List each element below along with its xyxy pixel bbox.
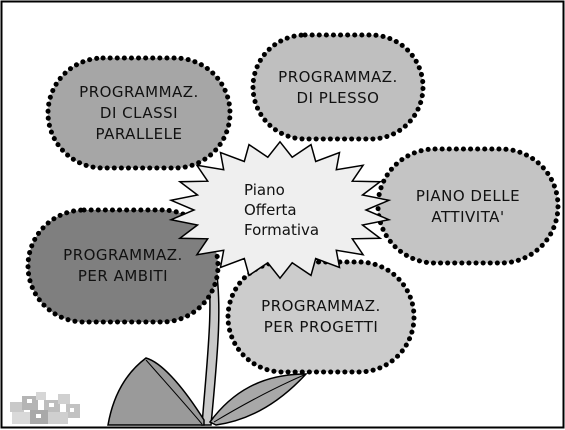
petal-plesso-line-1: PROGRAMMAZ. (278, 68, 398, 86)
center-line-2: Offerta (244, 201, 297, 219)
petal-progetti-line-2: PER PROGETTI (263, 318, 379, 336)
center-label: Piano Offerta Formativa (244, 180, 319, 240)
center-line-3: Formativa (244, 221, 320, 239)
petal-progetti-line-1: PROGRAMMAZ. (261, 297, 381, 315)
petal-ambiti-line-2: PER AMBITI (77, 267, 169, 285)
petal-classi-line-3: PARALLELE (95, 125, 183, 143)
petal-plesso-label: PROGRAMMAZ. DI PLESSO (253, 67, 423, 109)
left-leaf (107, 357, 205, 426)
petal-attivita-line-2: ATTIVITA' (431, 208, 505, 226)
right-leaf-vein (213, 374, 305, 423)
corner-clipart-icon (6, 388, 82, 425)
center-line-1: Piano (244, 181, 285, 199)
petal-classi-line-1: PROGRAMMAZ. (79, 83, 199, 101)
petal-progetti-shape (225, 259, 417, 375)
petal-progetti-label: PROGRAMMAZ. PER PROGETTI (228, 296, 414, 338)
petal-ambiti-label: PROGRAMMAZ. PER AMBITI (28, 245, 218, 287)
petal-classi-line-2: DI CLASSI (99, 104, 179, 122)
center-starburst (168, 140, 392, 280)
petal-attivita-label: PIANO DELLE ATTIVITA' (378, 186, 558, 228)
petal-ambiti-line-1: PROGRAMMAZ. (63, 246, 183, 264)
petal-plesso-shape (250, 32, 426, 142)
petal-ambiti-shape (25, 207, 221, 325)
petal-classi-shape (45, 55, 233, 171)
left-leaf-vein (145, 359, 203, 425)
petal-attivita-shape (375, 146, 561, 266)
right-leaf (208, 373, 308, 426)
flower-stem (201, 261, 220, 426)
petal-attivita-line-1: PIANO DELLE (415, 187, 521, 205)
petal-plesso-line-2: DI PLESSO (296, 89, 380, 107)
petal-classi-label: PROGRAMMAZ. DI CLASSI PARALLELE (48, 82, 230, 145)
